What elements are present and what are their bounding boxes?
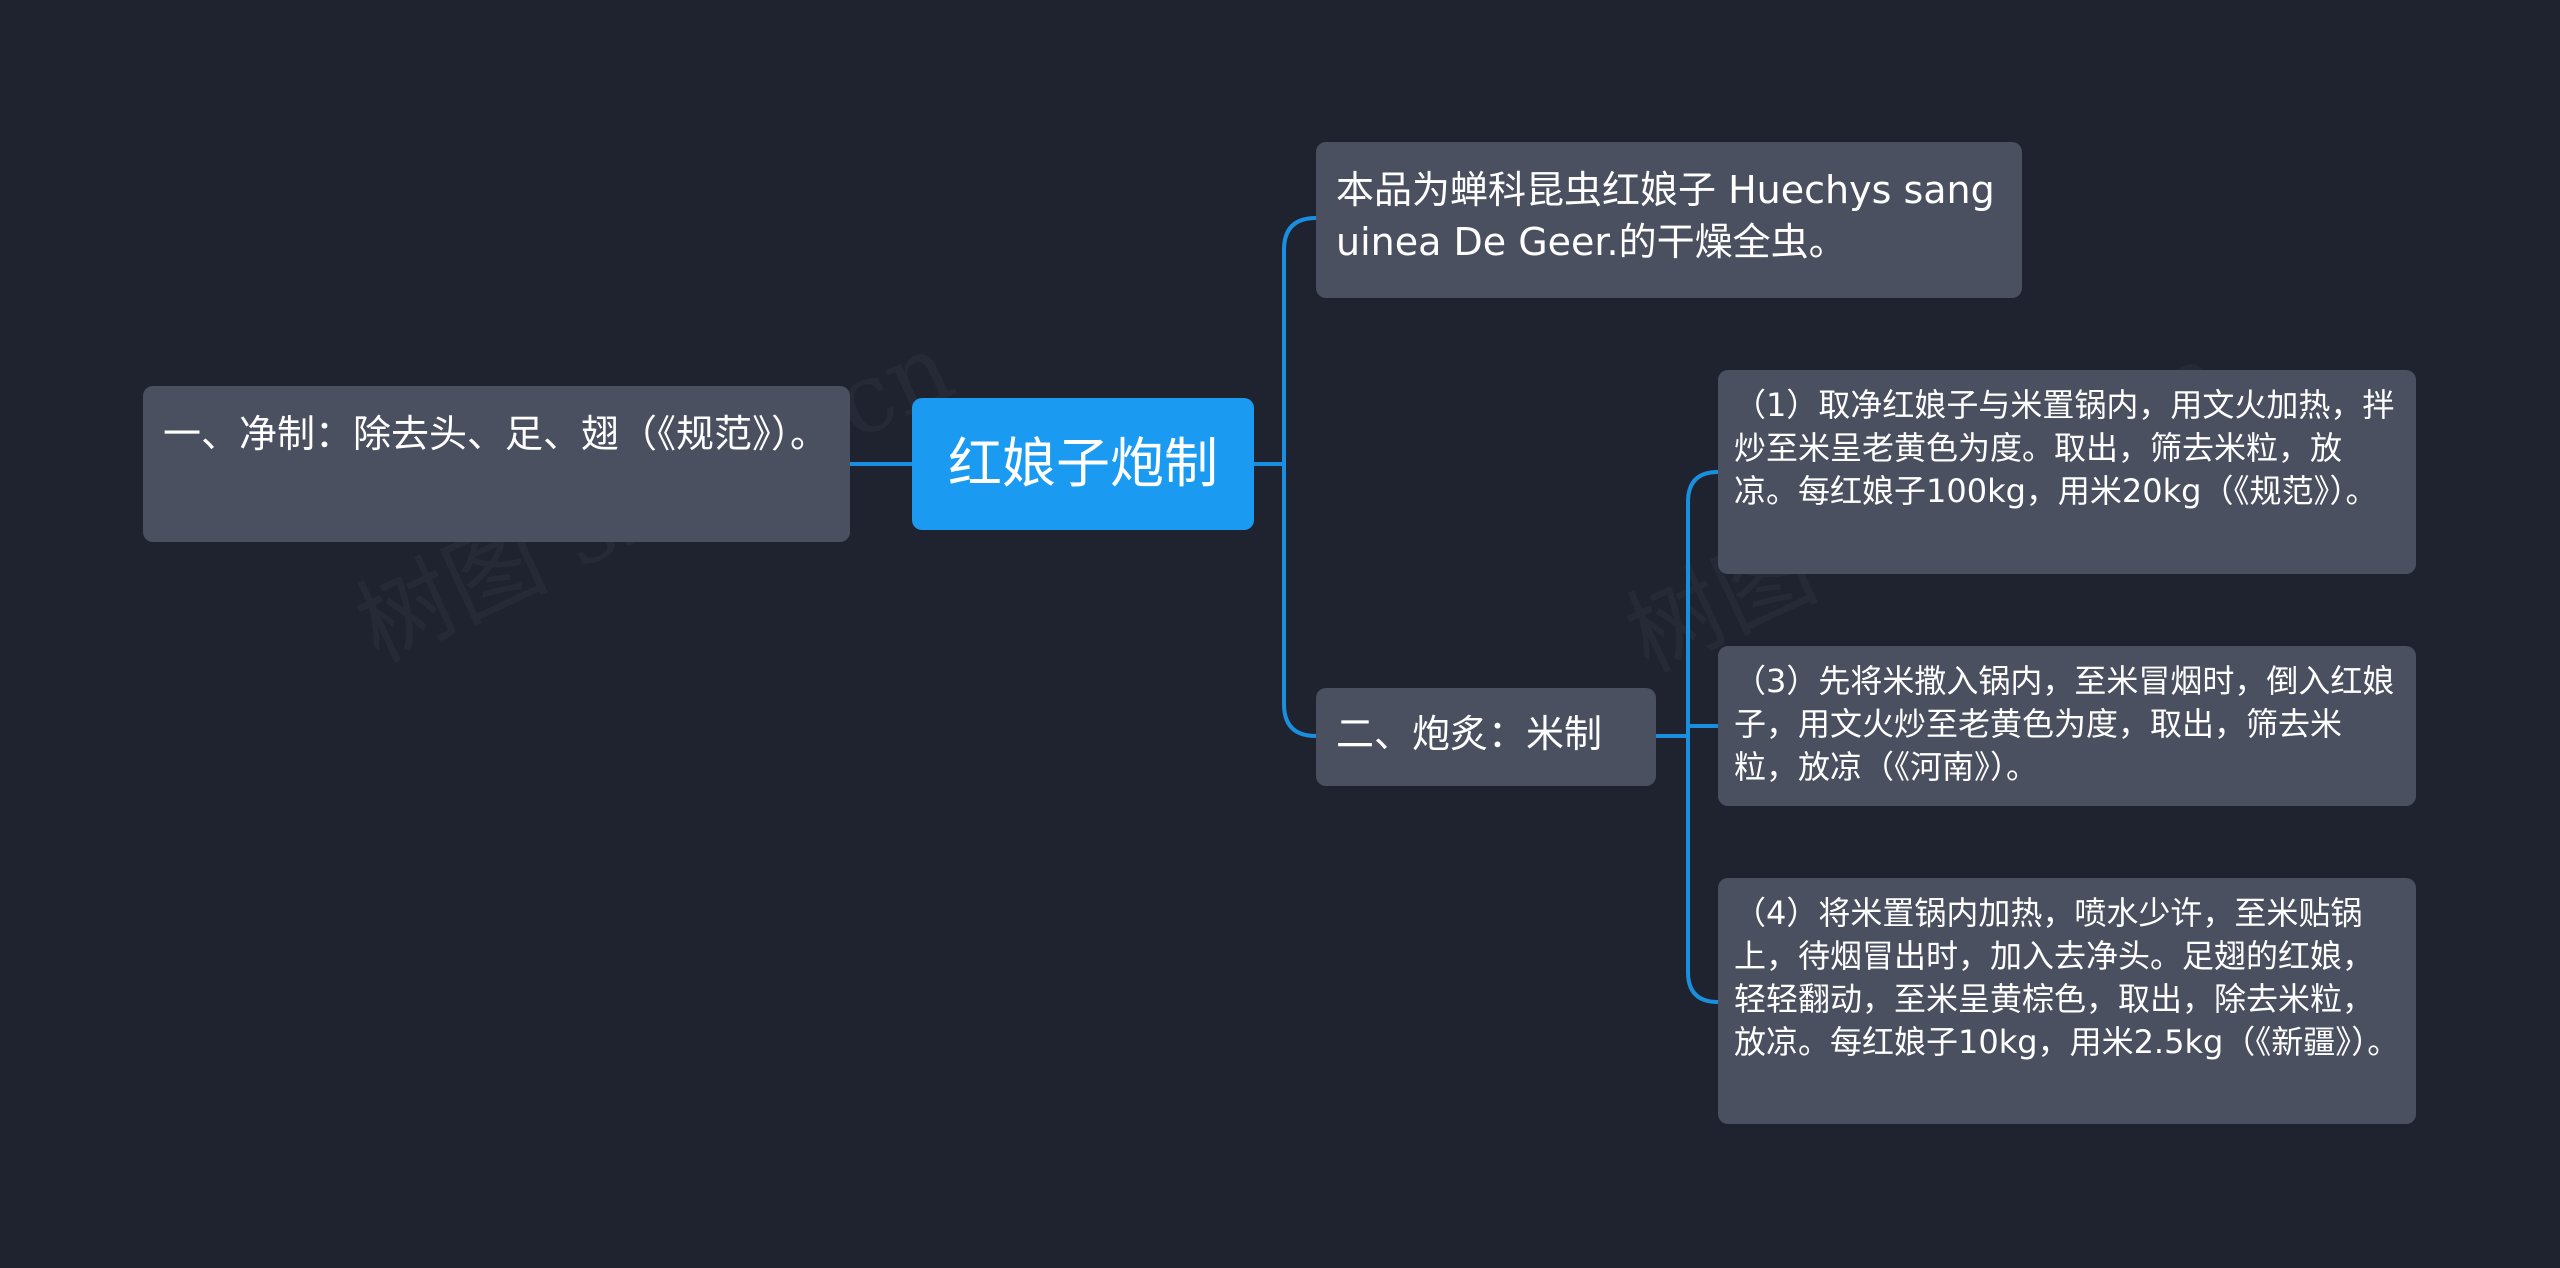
connector-sub-trunk: [1686, 470, 1720, 1004]
branch-left-label: 一、净制：除去头、足、翅（《规范》）。: [163, 412, 829, 456]
root-label: 红娘子炮制: [948, 431, 1218, 495]
branch-right-top-label: 本品为蝉科昆虫红娘子 Huechys sanguinea De Geer.的干燥…: [1336, 168, 1995, 265]
method-3-label: （3）先将米撒入锅内，至米冒烟时，倒入红娘子，用文火炒至老黄色为度，取出，筛去米…: [1734, 662, 2395, 786]
branch-left-node[interactable]: 一、净制：除去头、足、翅（《规范》）。: [143, 386, 850, 542]
method-1-label: （1）取净红娘子与米置锅内，用文火加热，拌炒至米呈老黄色为度。取出，筛去米粒，放…: [1734, 386, 2395, 510]
branch-right-bottom-node[interactable]: 二、炮炙：米制: [1316, 688, 1656, 786]
method-4-node[interactable]: （4）将米置锅内加热，喷水少许，至米贴锅上，待烟冒出时，加入去净头。足翅的红娘，…: [1718, 878, 2416, 1124]
method-3-node[interactable]: （3）先将米撒入锅内，至米冒烟时，倒入红娘子，用文火炒至老黄色为度，取出，筛去米…: [1718, 646, 2416, 806]
method-1-node[interactable]: （1）取净红娘子与米置锅内，用文火加热，拌炒至米呈老黄色为度。取出，筛去米粒，放…: [1718, 370, 2416, 574]
branch-right-bottom-label: 二、炮炙：米制: [1336, 712, 1603, 756]
connector-right-trunk: [1282, 216, 1318, 738]
branch-right-top-node[interactable]: 本品为蝉科昆虫红娘子 Huechys sanguinea De Geer.的干燥…: [1316, 142, 2022, 298]
root-node[interactable]: 红娘子炮制: [912, 398, 1254, 530]
method-4-label: （4）将米置锅内加热，喷水少许，至米贴锅上，待烟冒出时，加入去净头。足翅的红娘，…: [1734, 894, 2400, 1061]
